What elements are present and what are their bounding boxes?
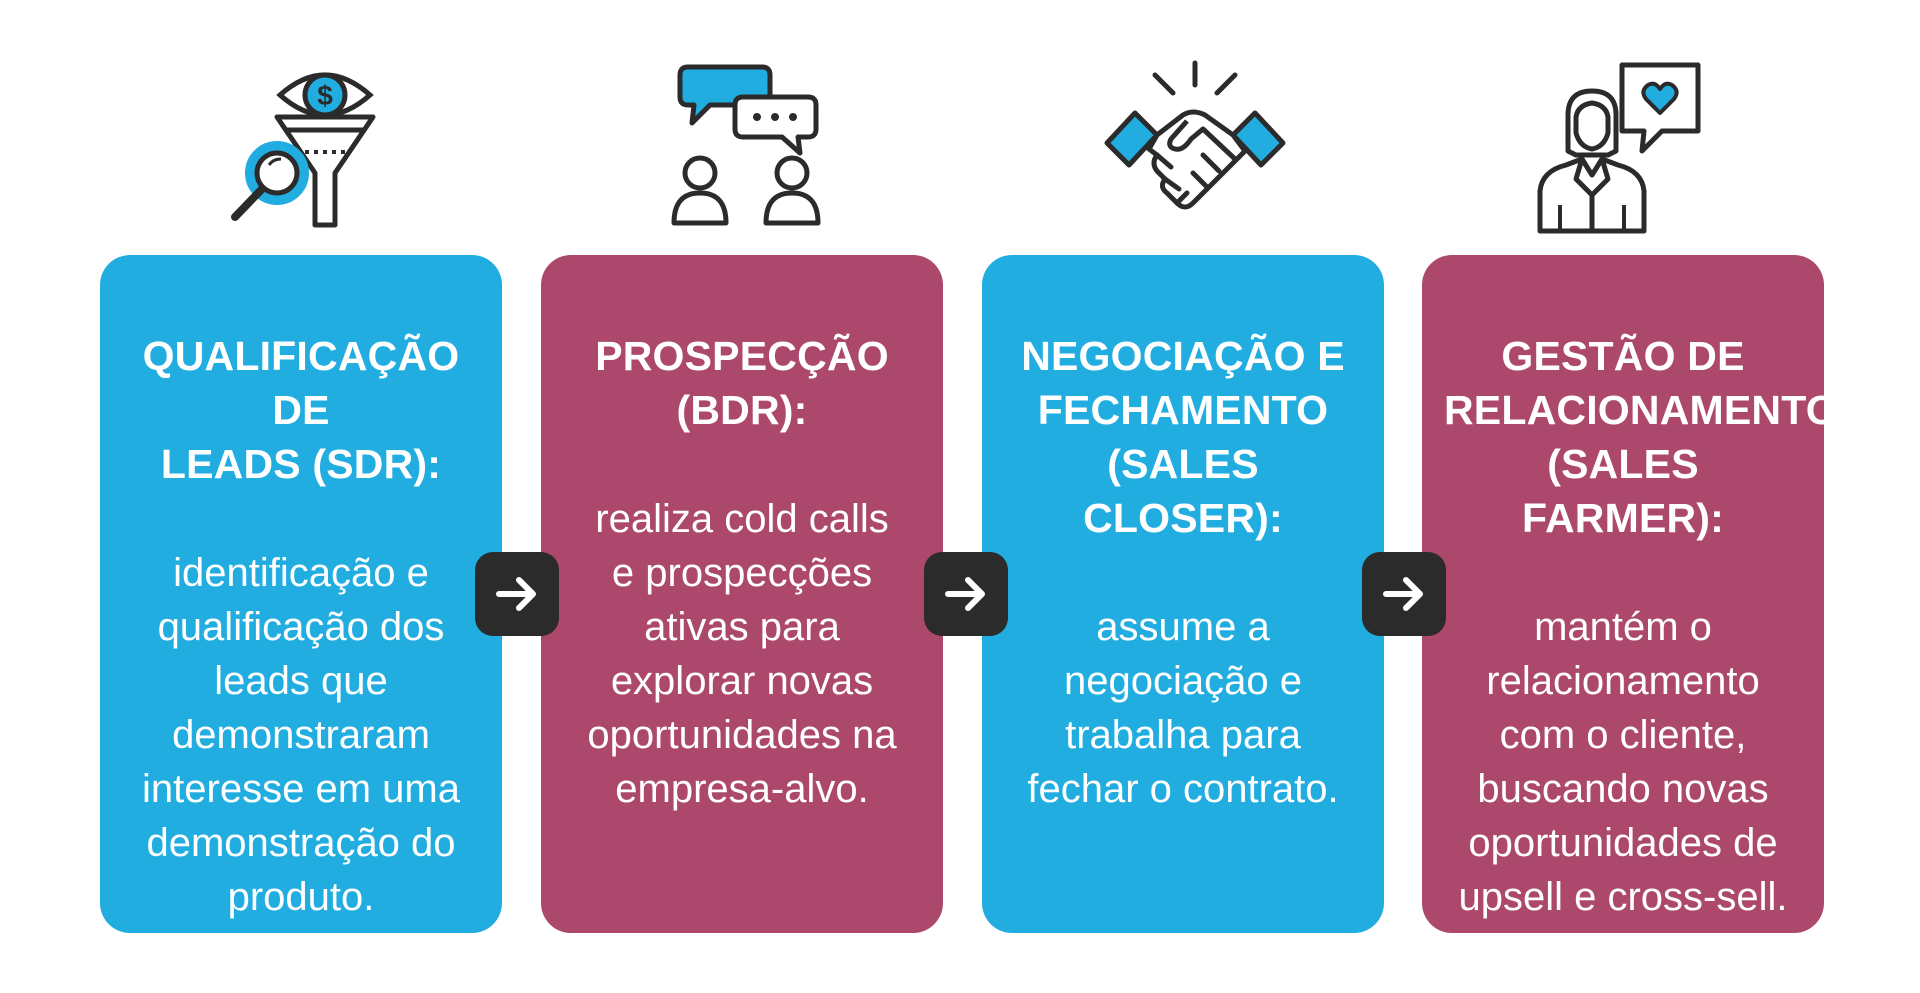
step-card-sales-farmer: GESTÃO DE RELACIONAMENTO (SALES FARMER):…	[1422, 255, 1838, 933]
step-title: GESTÃO DE RELACIONAMENTO (SALES FARMER):	[1444, 333, 1838, 541]
step-description: identificação e qualificação dos leads q…	[142, 551, 460, 919]
step-title: NEGOCIAÇÃO E FECHAMENTO (SALES CLOSER):	[1021, 333, 1345, 541]
step-card-bdr: PROSPECÇÃO (BDR): realiza cold calls e p…	[541, 255, 943, 933]
step-card-sdr: QUALIFICAÇÃO DE LEADS (SDR): identificaç…	[100, 255, 502, 933]
step-title: QUALIFICAÇÃO DE LEADS (SDR):	[142, 333, 460, 487]
step-card-sales-closer: NEGOCIAÇÃO E FECHAMENTO (SALES CLOSER): …	[982, 255, 1384, 933]
step-title: PROSPECÇÃO (BDR):	[595, 333, 889, 433]
funnel-search-icon: $	[225, 55, 425, 235]
chat-people-icon	[660, 55, 860, 235]
step-description: realiza cold calls e prospecções ativas …	[587, 497, 897, 811]
step-description: mantém o relacionamento com o cliente, b…	[1458, 605, 1788, 919]
arrow-right-icon	[924, 552, 1008, 636]
arrow-right-icon	[1362, 552, 1446, 636]
handshake-icon	[1095, 55, 1295, 235]
support-agent-heart-icon	[1530, 55, 1730, 235]
svg-text:$: $	[317, 80, 333, 111]
arrow-right-icon	[475, 552, 559, 636]
step-description: assume a negociação e trabalha para fech…	[1027, 605, 1339, 811]
